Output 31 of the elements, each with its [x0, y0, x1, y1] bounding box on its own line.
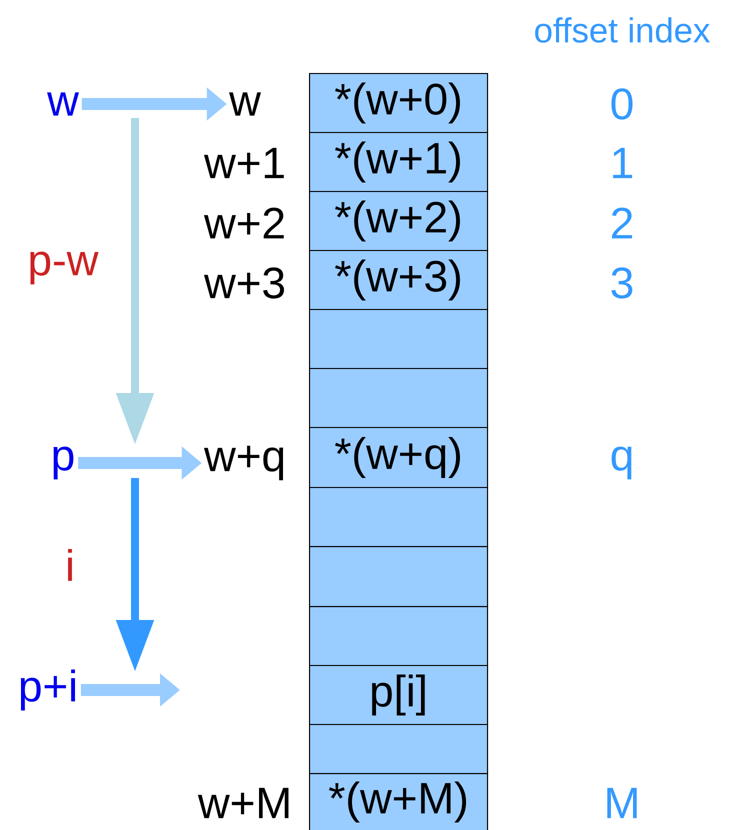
address-label: w+M [198, 788, 288, 818]
memory-cell [309, 724, 488, 774]
memory-cell [309, 546, 488, 608]
edge-label: i [64, 548, 76, 582]
memory-cell [309, 606, 488, 666]
offset-index: 1 [613, 148, 632, 178]
address-label: w+q [204, 446, 284, 480]
offset-index: 2 [612, 208, 632, 238]
memory-cell: *(w+0) [309, 72, 488, 134]
memory-cell [309, 309, 488, 370]
pointer-label: w [47, 92, 79, 116]
memory-cell: *(w+q) [309, 427, 488, 488]
memory-cell: p[i] [309, 665, 488, 726]
memory-cell: *(w+2) [309, 190, 488, 252]
offset-index: 3 [611, 267, 632, 299]
offset-index: 0 [612, 88, 633, 120]
memory-cell: *(w+3) [309, 250, 488, 310]
pointer-label: p+i [20, 669, 75, 710]
memory-cell: *(w+M) [309, 773, 488, 830]
memory-cell [309, 368, 488, 428]
address-label: w+1 [204, 148, 284, 178]
address-label: w [229, 92, 261, 116]
offset-index: q [612, 446, 632, 480]
address-label: w+3 [204, 267, 284, 299]
pointer-label: p [54, 446, 74, 480]
memory-cell [309, 487, 488, 548]
edge-label: p-w [26, 250, 100, 286]
offset-index: M [607, 788, 637, 818]
memory-cell: *(w+1) [309, 132, 488, 192]
column-heading: offset index [535, 17, 710, 43]
address-label: w+2 [204, 208, 284, 238]
